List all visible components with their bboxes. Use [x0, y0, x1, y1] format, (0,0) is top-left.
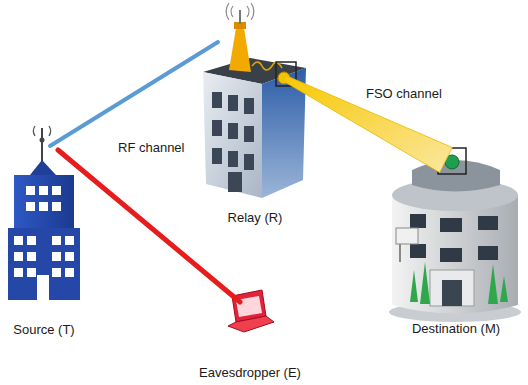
rf-link	[58, 150, 240, 302]
node-label: Destination (M)	[388, 321, 524, 336]
relay-building	[203, 3, 306, 198]
rf-link	[50, 42, 218, 146]
node-label: Eavesdropper (E)	[195, 365, 305, 380]
node-icon: Destination (M)	[388, 140, 524, 336]
fso-beam	[283, 75, 453, 172]
source-building	[8, 126, 80, 300]
channel-label: RF channel	[116, 140, 186, 155]
node-label: Relay (R)	[200, 210, 310, 225]
channel-label: FSO channel	[364, 86, 444, 101]
node-label: Source (T)	[4, 322, 84, 337]
destination-building	[389, 148, 521, 322]
node-icon: Source (T)	[4, 125, 84, 337]
node-icon: Relay (R)	[200, 5, 310, 225]
node-icon: Eavesdropper (E)	[195, 286, 305, 380]
